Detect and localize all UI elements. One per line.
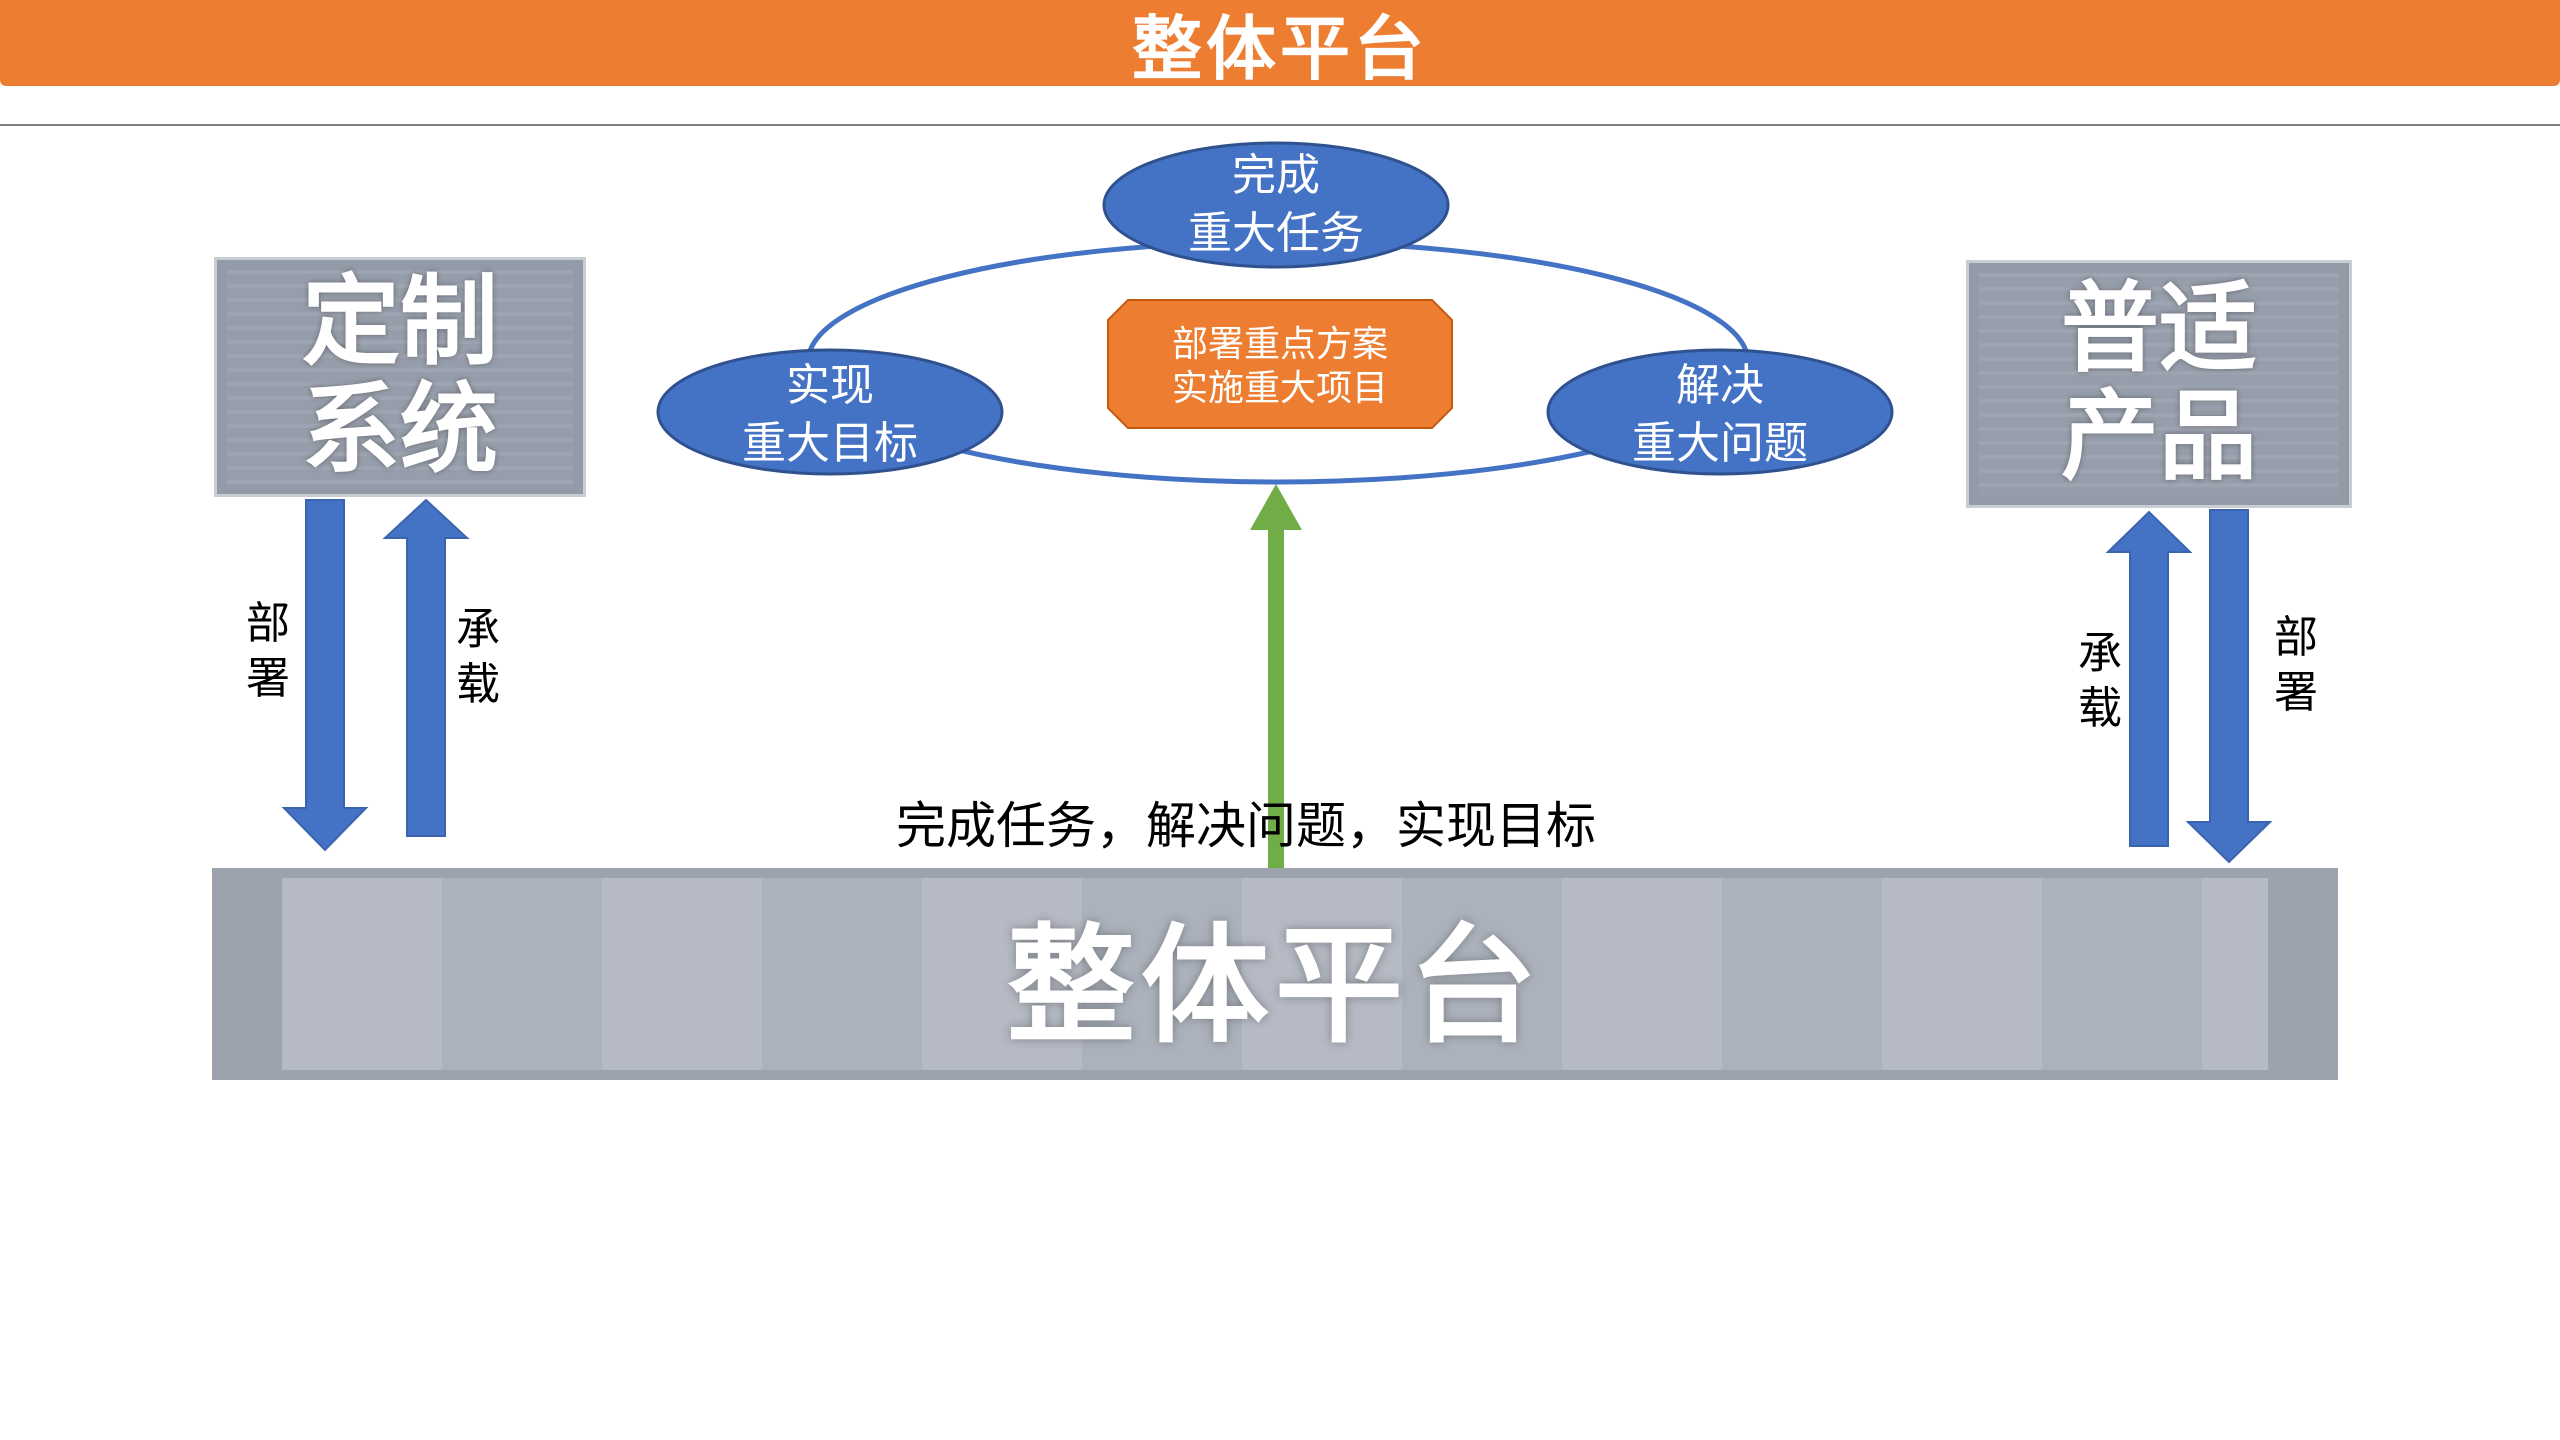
universal-product-line2: 产品	[2060, 380, 2257, 494]
right-carry-label: 承 载	[2078, 628, 2122, 734]
universal-product-line1: 普适	[2060, 272, 2257, 387]
platform-caption: 完成任务，解决问题，实现目标	[896, 797, 1596, 855]
universal-product-box: 普适 产品	[1966, 260, 2352, 508]
left-deploy-arrow	[281, 499, 369, 852]
custom-system-screenshot	[227, 270, 573, 484]
center-plan-line1: 部署重点方案	[1172, 324, 1388, 365]
left-carry-label: 承 载	[456, 604, 500, 710]
universal-product-label: 普适 产品	[2060, 272, 2257, 494]
platform-screenshot	[282, 878, 2268, 1070]
right-deploy-arrow	[2185, 509, 2273, 864]
center-up-arrow	[1250, 484, 1302, 868]
custom-system-line1: 定制	[301, 265, 498, 380]
node-top	[1102, 141, 1450, 269]
node-left-line1: 实现	[786, 360, 874, 411]
node-left-line2: 重大目标	[742, 418, 918, 469]
node-top-line1: 完成	[1232, 150, 1320, 201]
page-title: 整体平台	[1132, 7, 1428, 90]
custom-system-label: 定制 系统	[301, 265, 498, 487]
universal-product-screenshot	[1979, 273, 2339, 495]
left-carry-arrow	[382, 498, 470, 837]
node-right-line1: 解决	[1676, 360, 1764, 411]
node-right	[1546, 348, 1894, 476]
platform-box: 整体平台	[212, 868, 2338, 1080]
right-deploy-label: 部 署	[2274, 612, 2318, 718]
node-top-line2: 重大任务	[1188, 208, 1364, 259]
node-left	[656, 348, 1004, 476]
custom-system-box: 定制 系统	[214, 257, 586, 497]
center-plan-shape	[1107, 299, 1453, 429]
custom-system-line2: 系统	[301, 373, 498, 487]
center-plan-line2: 实施重大项目	[1172, 368, 1388, 409]
left-deploy-label: 部 署	[246, 598, 290, 704]
node-right-line2: 重大问题	[1632, 418, 1808, 469]
header-divider	[0, 124, 2560, 126]
title-bar: 整体平台	[0, 0, 2560, 90]
right-carry-arrow	[2105, 510, 2193, 847]
platform-label: 整体平台	[1006, 911, 1543, 1061]
